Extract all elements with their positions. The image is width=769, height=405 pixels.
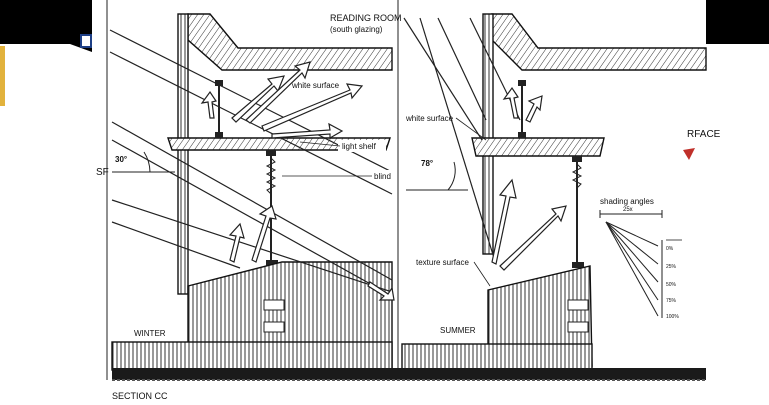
shading-level-4: 100% [666,314,679,320]
section-caption: SECTION CC [112,391,168,401]
summer-light-shelf [471,137,605,157]
winter-reflection-arrows [200,61,395,301]
shading-level-1: 25% [666,264,677,270]
blind-label: blind [374,172,391,181]
summer-white-surface-label: white surface [405,114,454,123]
summer-label: SUMMER [440,326,476,335]
header-black-band [0,0,769,52]
shading-level-3: 75% [666,298,677,304]
summer-interior-wall [482,13,494,255]
winter-panel [106,0,395,380]
texture-surface-label: texture surface [416,258,469,267]
diagram-title: READING ROOM [330,13,402,23]
shading-dimension-label: 25x [623,207,633,213]
cut-label-right: RFACE [687,129,721,140]
red-marker-icon [683,148,695,160]
logo-badge-icon [80,34,92,48]
summer-angle-label: 78° [421,159,433,168]
winter-label: WINTER [134,329,166,338]
section-base-strip [112,368,706,380]
summer-roof-slab [491,13,707,71]
shading-level-2: 50% [666,282,677,288]
cut-label-left: SF [96,167,109,178]
diagram-subtitle: (south glazing) [330,25,383,34]
summer-panel [397,0,707,380]
summer-reflection-arrows [491,86,567,271]
winter-angle-label: 30° [115,155,127,164]
light-shelf-label: light shelf [342,142,377,151]
winter-interior-wall [177,13,189,295]
shading-angles-title: shading angles [600,197,654,206]
shading-level-0: 0% [666,246,674,252]
shading-angles-inset [599,210,682,318]
winter-roof-slab [187,13,393,71]
yellow-edge-strip [0,46,5,106]
winter-white-surface-label: white surface [291,81,340,90]
